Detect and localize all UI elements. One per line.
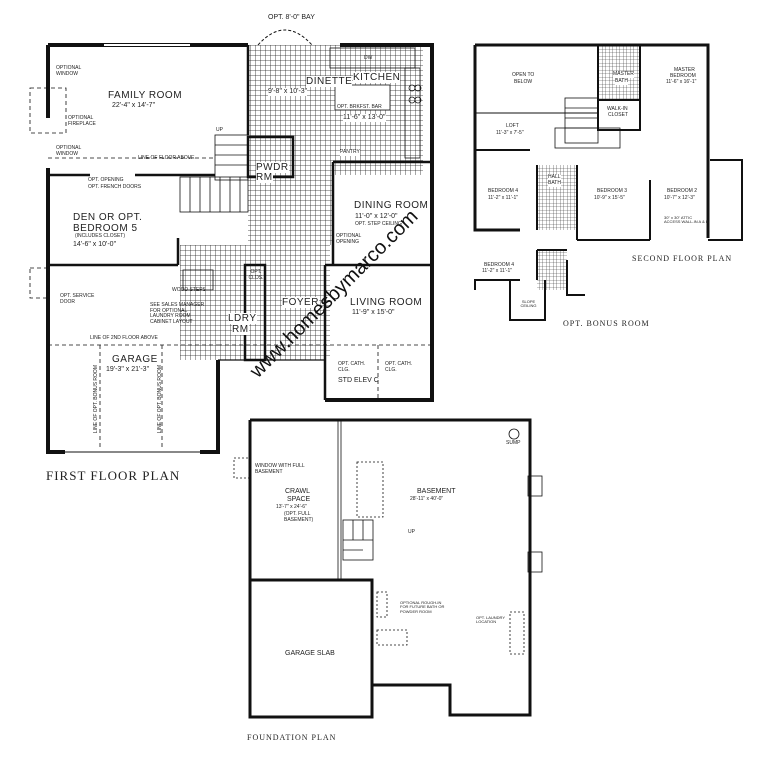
open-below-2: BELOW xyxy=(514,79,533,85)
crawl-note-1: (OPT. FULL xyxy=(284,511,311,517)
master-bath-1: MASTER xyxy=(613,71,634,78)
second-floor-title: SECOND FLOOR PLAN xyxy=(632,254,733,263)
dining-dims: 11'-0" x 12'-0" xyxy=(355,213,398,220)
pantry-label: PANTRY xyxy=(340,149,360,156)
opt-cath-note-2: OPT. CATH. CLG. xyxy=(385,361,413,373)
bed3-name: BEDROOM 3 xyxy=(597,188,628,194)
open-below-1: OPEN TO xyxy=(512,72,535,78)
bonus-bed4-name: BEDROOM 4 xyxy=(484,262,515,268)
laundry-note: OPT. LAUNDRY LOCATION xyxy=(476,615,505,625)
slope-note: SLOPE CEILING xyxy=(520,299,537,309)
crawl-dims: 13'-7" x 24'-6" xyxy=(276,504,307,510)
pwdr-name-1: PWDR xyxy=(256,162,289,173)
ldry-name-2: RM xyxy=(232,324,249,335)
loft-dims: 11'-3" x 7'-5" xyxy=(496,130,524,136)
garage-slab-label: GARAGE SLAB xyxy=(285,650,335,657)
dining-note: OPT. STEP CEILING xyxy=(355,221,402,227)
foundation-plan xyxy=(233,418,543,719)
bonus-bed4-dims: 11'-2" x 11'-1" xyxy=(482,268,513,274)
sump-label: SUMP xyxy=(506,440,521,446)
opt-window-note-1: OPTIONAL WINDOW xyxy=(56,65,82,77)
crawl-note-2: BASEMENT) xyxy=(284,517,314,523)
garage-dims: 19'-3" x 21'-3" xyxy=(106,366,150,373)
hall-bath-2: BATH xyxy=(548,180,561,187)
dinette-name: DINETTE xyxy=(306,76,353,87)
window-full-note: WINDOW WITH FULL BASEMENT xyxy=(255,463,305,475)
family-room-name: FAMILY ROOM xyxy=(108,90,183,101)
master-bed-1: MASTER xyxy=(674,67,695,73)
optional-opening-note: OPTIONAL OPENING xyxy=(336,233,362,245)
hall-bath-1: HALL xyxy=(548,174,561,181)
sales-manager-note: SEE SALES MANAGER FOR OPTIONAL LAUNDRY R… xyxy=(150,302,205,325)
rough-in-note: OPTIONAL ROUGH-IN FOR FUTURE BATH OR POW… xyxy=(400,600,445,614)
master-bed-dims: 11'-6" x 16'-1" xyxy=(666,79,697,85)
walk-in-1: WALK-IN xyxy=(607,106,628,112)
den-note: (INCLUDES CLOSET) xyxy=(75,233,126,239)
loft-name: LOFT xyxy=(506,123,519,129)
crawl-name-1: CRAWL xyxy=(285,488,311,495)
opt-french-doors-note: OPT. FRENCH DOORS xyxy=(88,184,142,190)
line-2nd-floor-note: LINE OF 2ND FLOOR ABOVE xyxy=(90,335,158,341)
family-room-dims: 22'-4" x 14'-7" xyxy=(112,102,156,109)
bed3-dims: 10'-9" x 15'-5" xyxy=(594,195,625,201)
bed4-name: BEDROOM 4 xyxy=(488,188,519,194)
basement-dims: 28'-11" x 40'-0" xyxy=(410,496,444,502)
kitchen-dims: 11'-6" x 13'-0" xyxy=(343,114,386,122)
kitchen-name: KITCHEN xyxy=(353,72,401,83)
dinette-dims: 9'-8" x 10'-3" xyxy=(268,88,308,96)
bay-label: OPT. 8'-0" BAY xyxy=(268,14,315,21)
bonus-line-note-1: LINE OF OPT. BONUS ROOM xyxy=(93,365,99,434)
living-name: LIVING ROOM xyxy=(350,297,423,308)
basement-up-label: UP xyxy=(408,529,415,535)
ldry-name-1: LDRY xyxy=(228,313,257,324)
line-floor-above-note: LINE OF FLOOR ABOVE xyxy=(138,155,195,161)
bar-note: OPT. BRKFST. BAR xyxy=(337,104,382,110)
dw-label: DW xyxy=(364,55,373,61)
living-dims: 11'-9" x 15'-0" xyxy=(352,309,395,316)
first-floor-plan xyxy=(29,29,434,454)
den-name-1: DEN OR OPT. xyxy=(73,212,143,223)
bonus-line-note-2: LINE OF OPT. BONUS ROOM xyxy=(157,365,163,434)
foundation-title: FOUNDATION PLAN xyxy=(247,733,337,742)
basement-name: BASEMENT xyxy=(417,488,456,495)
den-dims: 14'-6" x 10'-0" xyxy=(73,241,117,248)
walk-in-2: CLOSET xyxy=(608,112,629,118)
dining-name: DINING ROOM xyxy=(354,200,429,211)
second-floor-plan xyxy=(473,43,743,321)
opt-fireplace-note: OPTIONAL FIREPLACE xyxy=(68,115,96,127)
opt-clos-note: OPT. CLOS. xyxy=(248,269,264,281)
opt-opening-note: OPT. OPENING xyxy=(88,177,124,183)
opt-window-note-2: OPTIONAL WINDOW xyxy=(56,145,82,157)
bed2-dims: 10'-7" x 12'-3" xyxy=(664,195,695,201)
garage-name: GARAGE xyxy=(112,354,158,365)
attic-note: 30" x 30" ATTIC ACCESS WALL-IN A & B xyxy=(664,215,709,225)
bed4-dims: 11'-2" x 11'-1" xyxy=(488,195,519,201)
master-bath-2: BATH xyxy=(615,78,628,85)
den-name-2: BEDROOM 5 xyxy=(73,223,138,234)
master-bed-2: BEDROOM xyxy=(670,73,696,79)
bonus-title: OPT. BONUS ROOM xyxy=(563,319,650,328)
wood-steps-note: WOOD STEPS xyxy=(172,287,206,293)
opt-cath-note-1: OPT. CATH. CLG. xyxy=(338,361,366,373)
foyer-name: FOYER xyxy=(282,297,319,308)
pwdr-name-2: RM xyxy=(256,172,273,183)
up-label: UP xyxy=(216,127,223,133)
bed2-name: BEDROOM 2 xyxy=(667,188,698,194)
crawl-name-2: SPACE xyxy=(287,496,311,503)
service-door-note: OPT. SERVICE DOOR xyxy=(60,293,95,305)
std-elev-note: STD ELEV C xyxy=(338,377,379,384)
first-floor-title: FIRST FLOOR PLAN xyxy=(46,468,181,483)
